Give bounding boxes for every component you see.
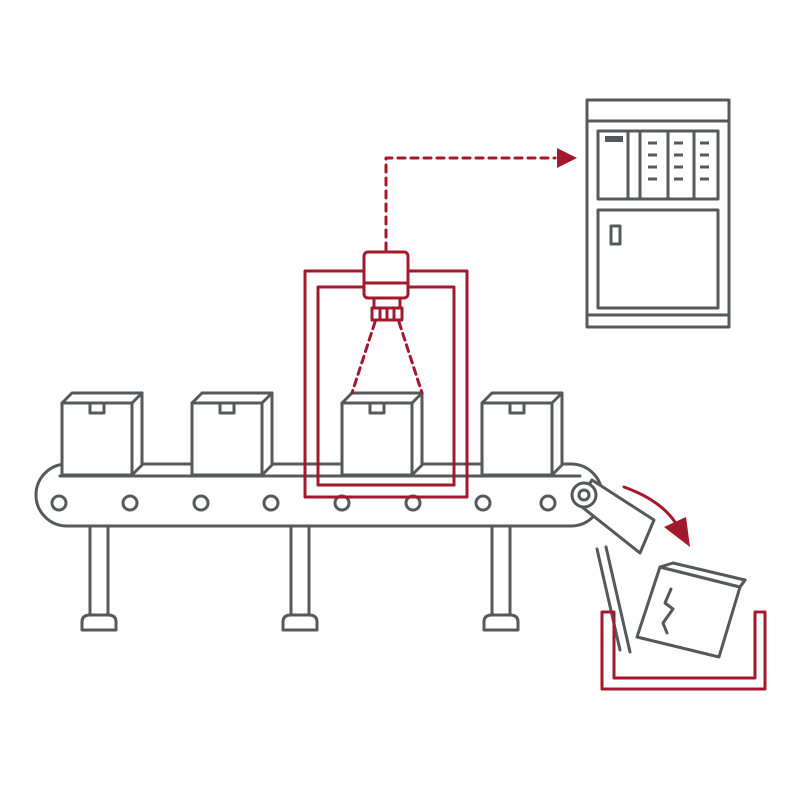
camera-beam-right xyxy=(397,320,424,395)
cracked-box-icon xyxy=(635,561,747,659)
reject-bin-icon xyxy=(600,610,767,691)
plc-rack xyxy=(596,129,720,201)
cabinet-door xyxy=(596,208,720,310)
cabinet-body xyxy=(585,98,731,329)
camera-body xyxy=(362,250,410,300)
diverter-arm-icon xyxy=(570,478,656,555)
control-cabinet-icon xyxy=(585,98,731,329)
box-icon xyxy=(190,391,274,477)
belt-rollers xyxy=(50,494,557,512)
plc-io-marks xyxy=(648,141,709,181)
camera-beam-left xyxy=(350,320,377,395)
door-handle-icon xyxy=(609,224,622,246)
curved-arrow-icon xyxy=(622,485,690,547)
box-icon xyxy=(480,391,564,477)
dotted-signal-arrow xyxy=(384,148,577,252)
plc-display xyxy=(605,136,623,142)
box-icon xyxy=(60,391,144,477)
conveyor-legs xyxy=(80,525,520,632)
chute-guide xyxy=(595,545,632,654)
arrowhead-icon xyxy=(557,148,577,168)
inspection-camera-icon xyxy=(350,250,424,395)
box-icon xyxy=(340,391,424,477)
